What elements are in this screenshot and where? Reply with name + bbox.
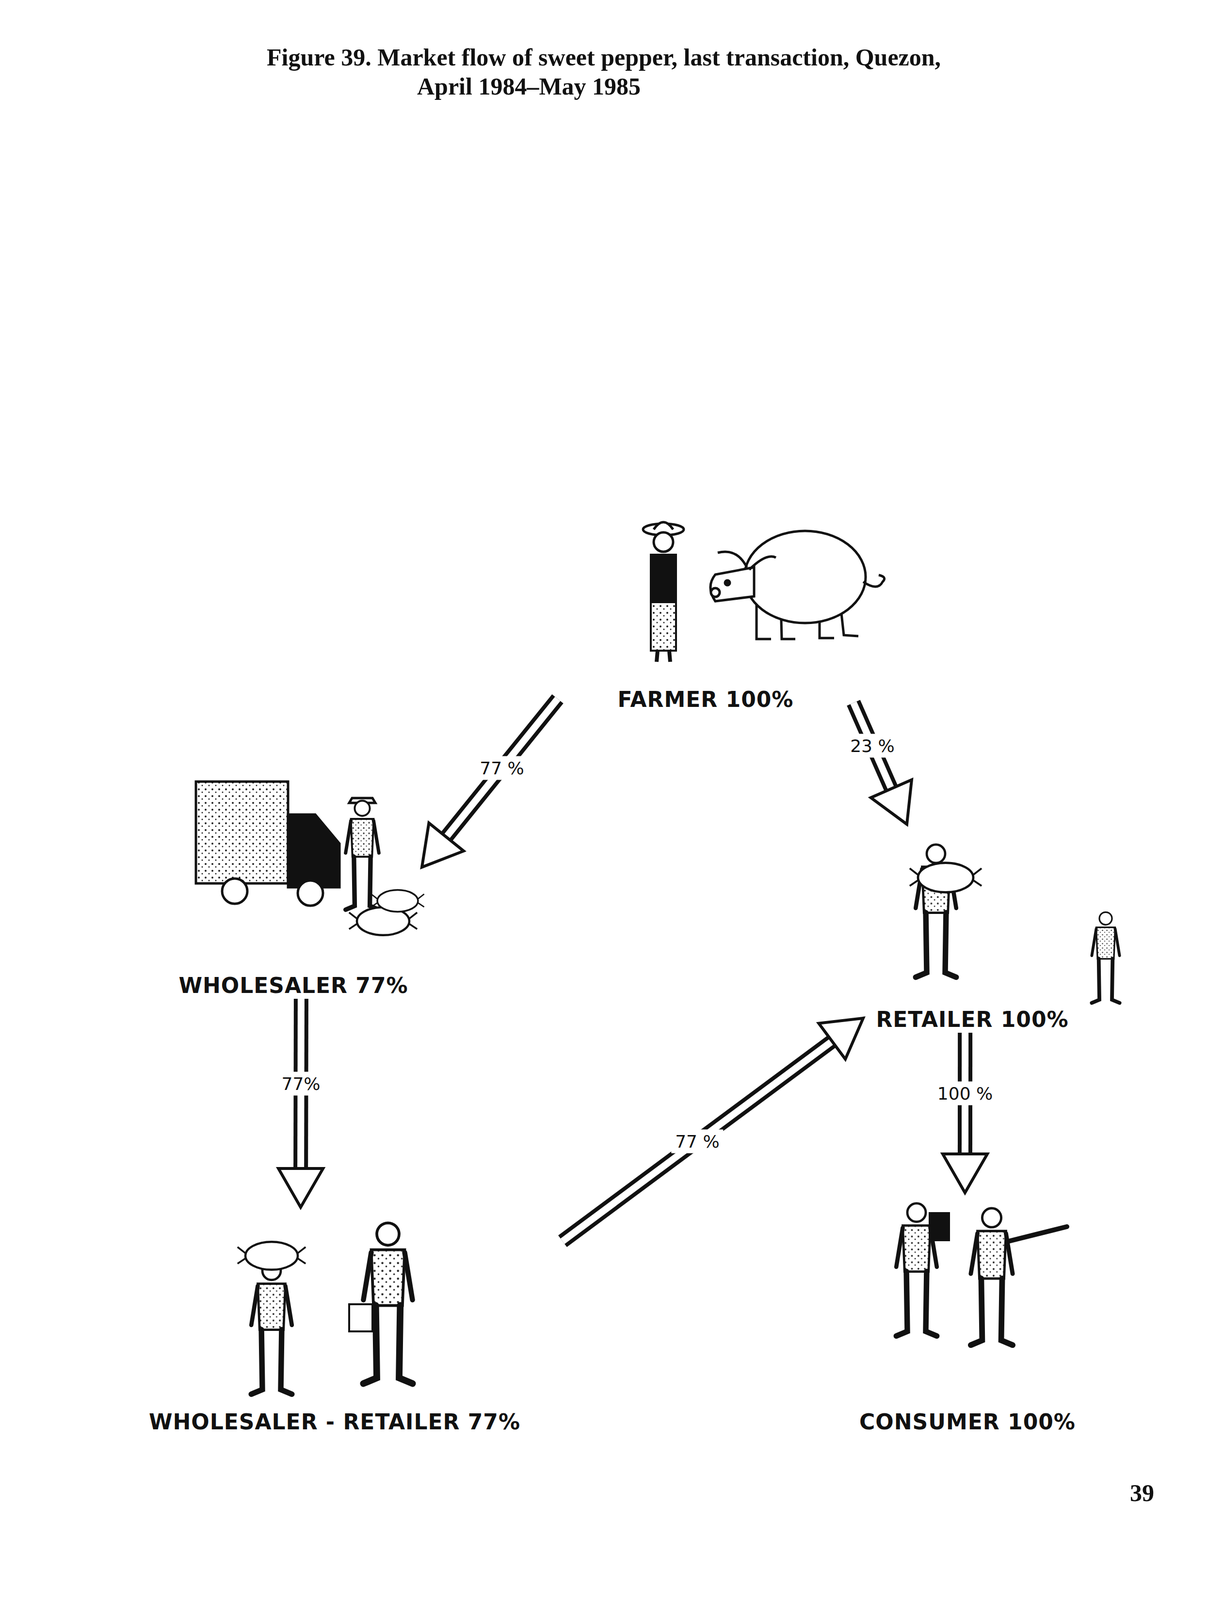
arrow-head [870,779,912,825]
flow-percent: 77% [277,1072,325,1096]
arrow-head [421,822,464,868]
actor-node: RETAILER 100% [863,824,1082,1033]
wholesaler-figure [345,798,425,936]
arrow-shaft-inner [562,1041,833,1242]
flow-percent: 77 % [671,1129,724,1154]
flow-percent: 23 % [846,734,899,758]
flow-arrow [942,1032,988,1193]
actor-node: WHOLESALER - RETAILER 77% [106,1207,563,1436]
node-label: WHOLESALER - RETAILER 77% [145,1408,524,1436]
flow-arrow [278,998,323,1208]
flow-arrow [562,1018,864,1242]
wholesaler-retailer-figure [237,1223,413,1395]
figure-title: Figure 39. Market flow of sweet pepper, … [417,42,999,101]
node-label: CONSUMER 100% [856,1408,1079,1436]
arrow-shaft [446,698,558,838]
node-label: WHOLESALER 77% [175,972,411,999]
consumer-figure [896,1203,1067,1346]
farmer-figure [643,522,684,662]
actor-node: FARMER 100% [557,514,854,713]
arrow-head [942,1154,988,1193]
node-label: FARMER 100% [614,686,797,713]
flow-percent: 100 % [933,1081,997,1106]
flow-arrow [853,703,912,825]
node-label: RETAILER 100% [872,1006,1072,1033]
buffalo-figure [710,531,885,640]
flow-arrow [421,698,558,868]
arrow-shaft-inner [446,698,558,838]
flow-percent: 77 % [475,756,528,780]
actor-node: CONSUMER 100% [843,1192,1092,1436]
page-number: 39 [1129,1479,1155,1508]
actor-node: WHOLESALER 77% [164,775,422,999]
truck-figure [195,781,340,906]
arrow-head [818,1018,864,1060]
arrow-shaft [562,1041,833,1242]
retailer-figure [909,844,1120,1004]
arrow-head [278,1168,323,1208]
